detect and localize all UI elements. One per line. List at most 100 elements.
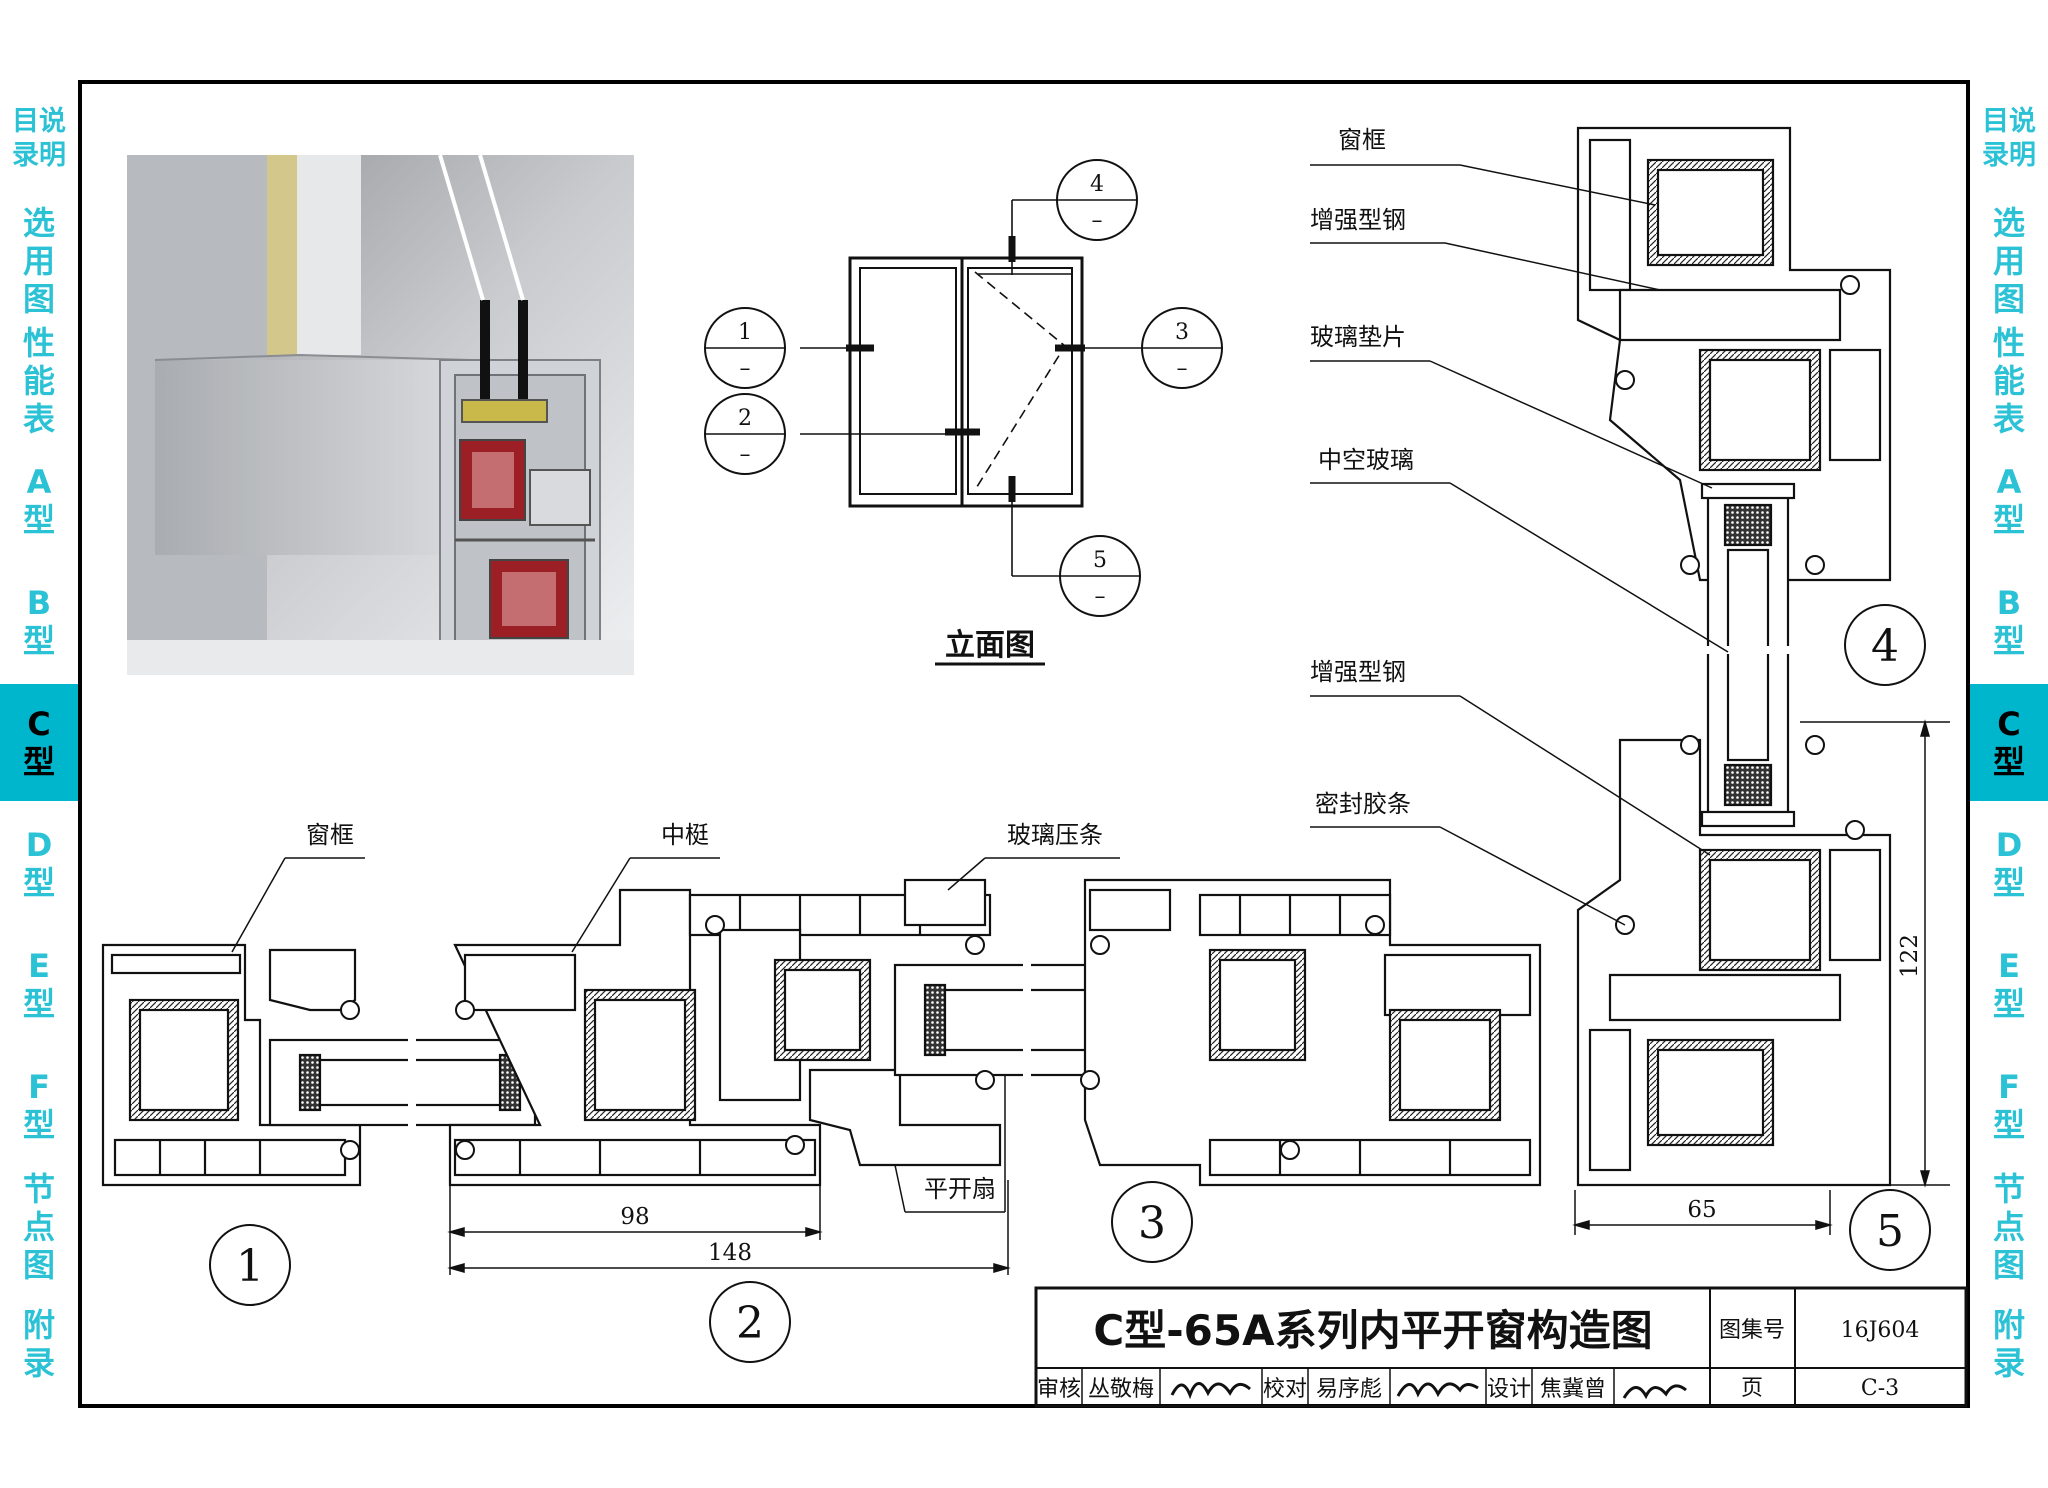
vertical-section-markers: 45 xyxy=(1844,604,1931,1271)
chapter-tab-label: 目说 录明 xyxy=(12,106,66,171)
chapter-tab-8[interactable]: F 型 xyxy=(0,1047,78,1166)
vertical-section-labels: 窗框 增强型钢 玻璃垫片 中空玻璃 增强型钢 密封胶条 xyxy=(1310,126,1729,926)
chapter-tab-label: 附 录 xyxy=(1992,1306,2025,1382)
reviewer-signature xyxy=(1170,1382,1252,1400)
label-glass-spacer: 玻璃垫片 xyxy=(1310,323,1406,351)
chapter-tab-7[interactable]: E 型 xyxy=(0,926,78,1045)
callout-number: 4 xyxy=(1090,172,1104,197)
chapter-tab-5[interactable]: C 型 xyxy=(1970,684,2048,803)
marker-number: 3 xyxy=(1138,1198,1166,1249)
horizontal-section-profile xyxy=(101,878,1542,1187)
chapter-tab-label: A 型 xyxy=(1992,462,2025,539)
chapter-tab-label: 选 用 图 xyxy=(22,203,55,318)
chapter-tab-7[interactable]: E 型 xyxy=(1970,926,2048,1045)
marker-number: 1 xyxy=(236,1241,264,1292)
chapter-tab-label: A 型 xyxy=(22,462,55,539)
callout-sheet: – xyxy=(740,442,751,467)
chapter-tab-2[interactable]: 性 能 表 xyxy=(1970,323,2048,440)
chapter-tab-label: D 型 xyxy=(22,825,55,902)
designer-signature xyxy=(1622,1384,1687,1400)
chapter-tab-3[interactable]: A 型 xyxy=(0,442,78,561)
horizontal-section-markers: 1 2 3 xyxy=(209,1181,1193,1363)
drawing-sheet-border xyxy=(78,80,1970,1408)
callout-number: 2 xyxy=(738,406,752,431)
section-callout-2: 2– xyxy=(704,393,786,475)
chapter-tab-label: E 型 xyxy=(1992,946,2025,1023)
review-label: 审核 xyxy=(1037,1377,1081,1402)
callout-number: 1 xyxy=(738,320,752,345)
callout-sheet: – xyxy=(740,356,751,381)
label-mullion: 中梃 xyxy=(661,821,709,849)
chapter-tab-label: B 型 xyxy=(1992,583,2025,660)
chapter-tab-0[interactable]: 目说 录明 xyxy=(1970,80,2048,200)
label-frame-h: 窗框 xyxy=(306,821,354,849)
dimension-98: 98 xyxy=(620,1204,649,1230)
chapter-tab-9[interactable]: 节 点 图 xyxy=(1970,1168,2048,1288)
atlas-number: 16J604 xyxy=(1841,1318,1920,1343)
chapter-tab-4[interactable]: B 型 xyxy=(0,563,78,682)
dimension-65: 65 xyxy=(1687,1197,1716,1223)
label-steel-2: 增强型钢 xyxy=(1310,658,1406,686)
vertical-dimensions xyxy=(1572,719,1950,1235)
section-callout-3: 3– xyxy=(1141,307,1223,389)
vertical-section-profile xyxy=(1576,126,1892,1187)
checker-name: 易序彪 xyxy=(1316,1377,1382,1402)
chapter-tab-label: C 型 xyxy=(1992,704,2025,781)
chapter-tab-label: 性 能 表 xyxy=(22,323,55,438)
chapter-tab-6[interactable]: D 型 xyxy=(1970,805,2048,924)
callout-sheet: – xyxy=(1177,356,1188,381)
chapter-tab-6[interactable]: D 型 xyxy=(0,805,78,924)
chapter-tab-label: 附 录 xyxy=(22,1306,55,1382)
chapter-tab-3[interactable]: A 型 xyxy=(1970,442,2048,561)
design-label: 设计 xyxy=(1487,1377,1531,1402)
chapter-tab-1[interactable]: 选 用 图 xyxy=(0,202,78,321)
profile-3d-rendering xyxy=(127,154,634,675)
chapter-tab-10[interactable]: 附 录 xyxy=(0,1290,78,1400)
elevation-drawing xyxy=(800,199,1145,577)
section-marker-2: 2 xyxy=(709,1281,791,1363)
elevation-title: 立面图 xyxy=(945,628,1035,663)
label-glazing-bead: 玻璃压条 xyxy=(1007,821,1103,849)
chapter-tab-label: 性 能 表 xyxy=(1992,323,2025,438)
marker-number: 2 xyxy=(736,1298,764,1349)
callout-sheet: – xyxy=(1095,584,1106,609)
vertical-section-gaskets xyxy=(1615,275,1865,935)
chapter-tab-5[interactable]: C 型 xyxy=(0,684,78,803)
section-callout-5: 5– xyxy=(1059,535,1141,617)
section-marker-4: 4 xyxy=(1844,604,1926,686)
horizontal-section-gaskets xyxy=(340,915,1385,1160)
chapter-tab-label: 节 点 图 xyxy=(22,1170,55,1284)
page-number: C-3 xyxy=(1861,1376,1899,1401)
chapter-tab-4[interactable]: B 型 xyxy=(1970,563,2048,682)
marker-number: 5 xyxy=(1876,1206,1904,1257)
horizontal-section-labels: 窗框 中梃 玻璃压条 平开扇 xyxy=(231,821,1120,1213)
chapter-tab-8[interactable]: F 型 xyxy=(1970,1047,2048,1166)
section-marker-3: 3 xyxy=(1111,1181,1193,1263)
horizontal-dimensions xyxy=(447,1175,1011,1275)
designer-name: 焦冀曾 xyxy=(1540,1377,1606,1402)
callout-number: 5 xyxy=(1093,548,1107,573)
atlas-label: 图集号 xyxy=(1719,1318,1785,1343)
chapter-tab-label: E 型 xyxy=(22,946,55,1023)
section-callout-1: 1– xyxy=(704,307,786,389)
chapter-tab-1[interactable]: 选 用 图 xyxy=(1970,202,2048,321)
section-marker-5: 5 xyxy=(1849,1189,1931,1271)
page-label: 页 xyxy=(1741,1376,1763,1401)
callout-sheet: – xyxy=(1092,208,1103,233)
dimension-122: 122 xyxy=(1897,934,1923,978)
chapter-tab-label: 选 用 图 xyxy=(1992,203,2025,318)
callout-number: 3 xyxy=(1175,320,1189,345)
checker-signature xyxy=(1396,1382,1479,1398)
check-label: 校对 xyxy=(1263,1377,1307,1402)
chapter-tab-9[interactable]: 节 点 图 xyxy=(0,1168,78,1288)
elevation-section-callouts: 1–2–3–4–5– xyxy=(704,159,1223,617)
reviewer-name: 丛敬梅 xyxy=(1088,1377,1154,1402)
label-seal-strip: 密封胶条 xyxy=(1315,790,1411,818)
chapter-tab-label: D 型 xyxy=(1992,825,2025,902)
chapter-tab-0[interactable]: 目说 录明 xyxy=(0,80,78,200)
marker-number: 4 xyxy=(1871,621,1899,672)
chapter-tab-10[interactable]: 附 录 xyxy=(1970,1290,2048,1400)
chapter-tab-label: 目说 录明 xyxy=(1982,106,2036,171)
chapter-tab-2[interactable]: 性 能 表 xyxy=(0,323,78,440)
